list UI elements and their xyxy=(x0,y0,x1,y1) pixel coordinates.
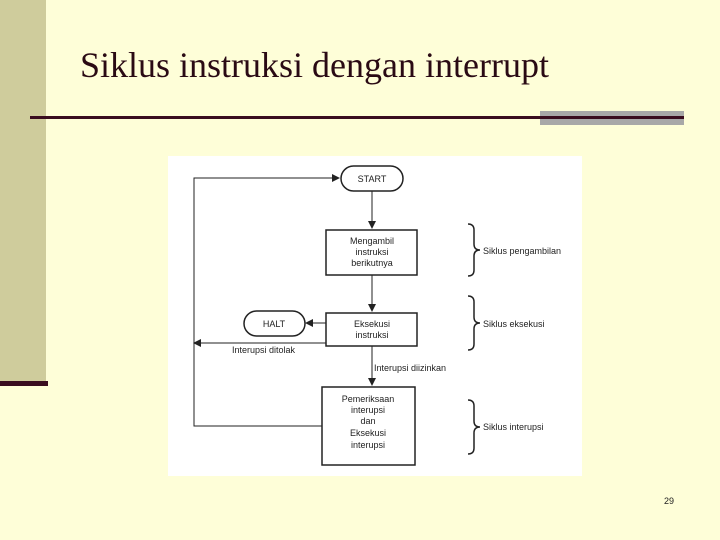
fetch-cycle-brace xyxy=(467,223,481,277)
slide-title: Siklus instruksi dengan interrupt xyxy=(80,45,549,85)
halt-label: HALT xyxy=(263,319,286,329)
fetch-box-line-1: Mengambil xyxy=(350,236,394,246)
fetch-box-line-3: berikutnya xyxy=(351,258,393,268)
interrupt-check-box: Pemeriksaan interupsi dan Eksekusi inter… xyxy=(321,386,416,466)
interrupt-cycle-label: Siklus interupsi xyxy=(483,422,544,432)
interrupt-cycle-brace xyxy=(467,399,481,455)
arrow-loop-back-to-start xyxy=(193,174,340,427)
interrupt-box-line-2: interupsi xyxy=(351,405,385,415)
interrupt-box-line-5: interupsi xyxy=(351,440,385,450)
interrupt-box-line-3: dan xyxy=(360,416,375,426)
flowchart: START Mengambil instruksi berikutnya Eks… xyxy=(193,165,561,466)
execute-cycle-label: Siklus eksekusi xyxy=(483,319,545,329)
fetch-box-line-2: instruksi xyxy=(355,247,388,257)
side-decoration-bar xyxy=(0,0,46,383)
interrupt-disabled-label: Interupsi ditolak xyxy=(232,345,296,355)
halt-node: HALT xyxy=(243,310,306,337)
interrupt-box-line-4: Eksekusi xyxy=(350,428,386,438)
fetch-cycle-label: Siklus pengambilan xyxy=(483,246,561,256)
fetch-instruction-box: Mengambil instruksi berikutnya xyxy=(325,229,418,276)
page-number: 29 xyxy=(664,496,675,506)
title-divider-accent xyxy=(540,111,684,125)
execute-cycle-brace xyxy=(467,295,481,351)
title-divider xyxy=(30,116,540,119)
execute-instruction-box: Eksekusi instruksi xyxy=(325,312,418,347)
flowchart-panel: START Mengambil instruksi berikutnya Eks… xyxy=(168,156,582,476)
interrupt-enabled-label: Interupsi diizinkan xyxy=(374,363,446,373)
execute-box-line-1: Eksekusi xyxy=(354,319,390,329)
start-node: START xyxy=(340,165,404,192)
interrupt-box-line-1: Pemeriksaan xyxy=(342,394,395,404)
execute-box-line-2: instruksi xyxy=(355,330,388,340)
side-decoration-base xyxy=(0,381,48,386)
start-label: START xyxy=(358,174,387,184)
